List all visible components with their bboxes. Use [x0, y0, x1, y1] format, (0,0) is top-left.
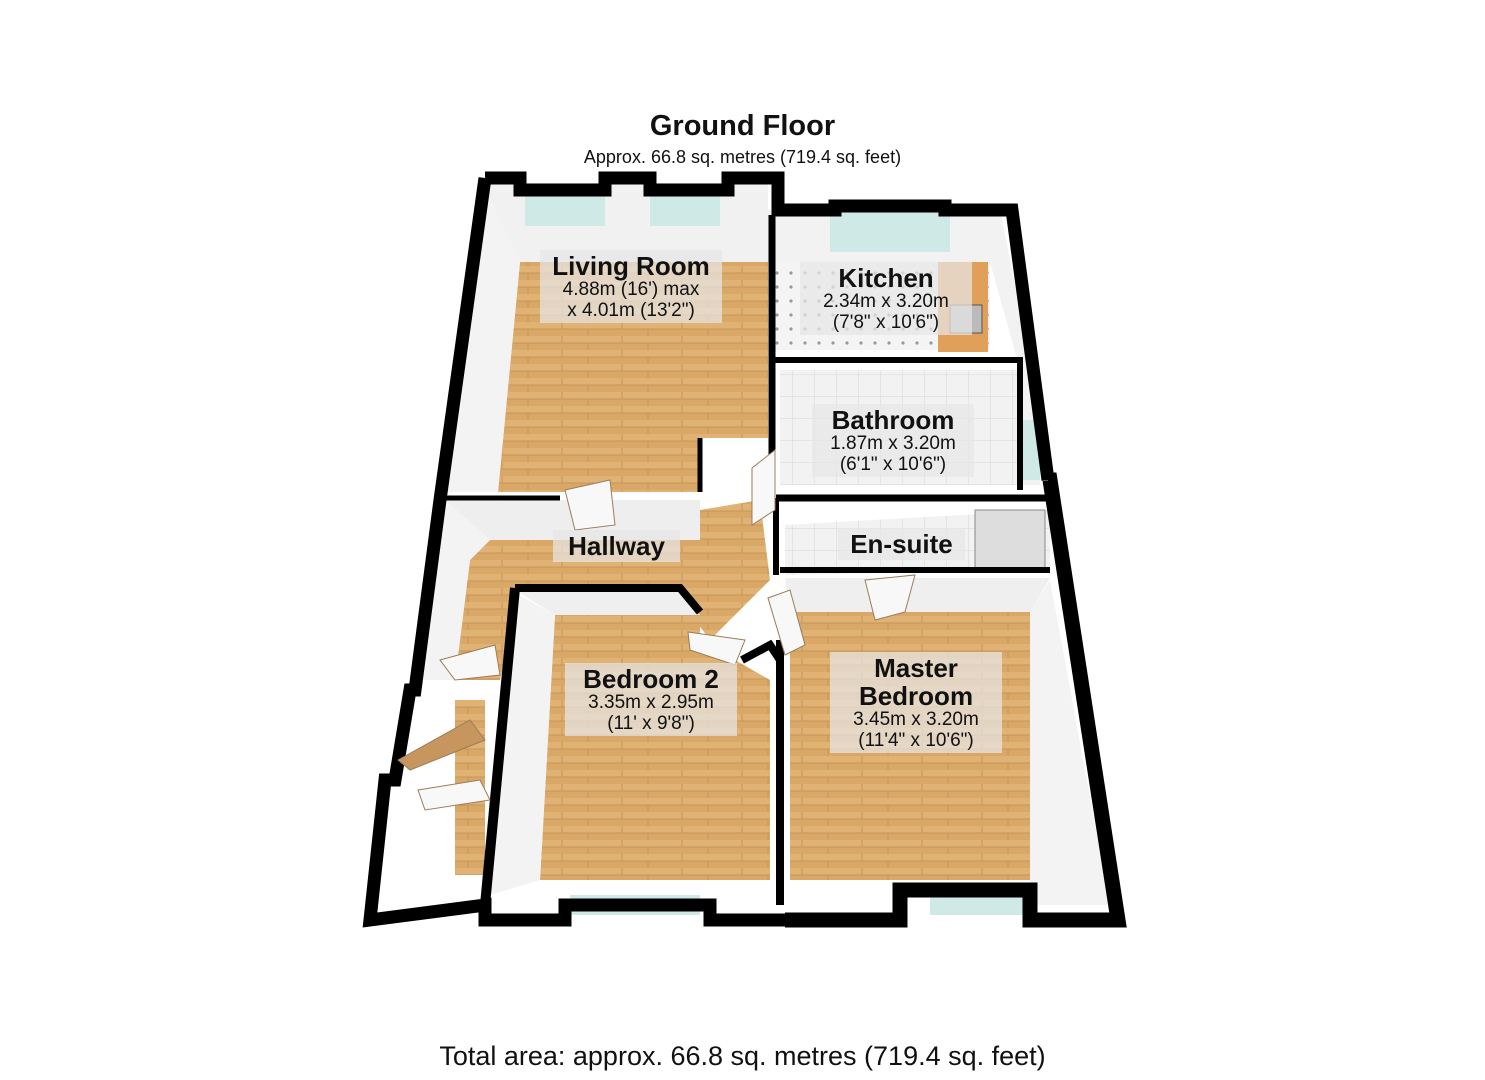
living-room-dim-imperial: x 4.01m (13'2") — [567, 299, 695, 321]
living-room-name: Living Room — [552, 251, 710, 281]
bathroom-label: Bathroom 1.87m x 3.20m (6'1" x 10'6") — [812, 404, 974, 478]
living-room-label: Living Room 4.88m (16') max x 4.01m (13'… — [540, 250, 722, 324]
living-room-wall-left — [445, 183, 520, 492]
bedroom-2-dim-metric: 3.35m x 2.95m — [588, 692, 714, 714]
hallway-wall-left — [420, 500, 490, 680]
master-bedroom-name: Master Bedroom — [858, 653, 974, 712]
kitchen-name: Kitchen — [838, 263, 934, 293]
bathroom-name: Bathroom — [831, 405, 955, 435]
bathroom-dim-metric: 1.87m x 3.20m — [830, 433, 956, 455]
living-room-dim-metric: 4.88m (16') max — [562, 279, 700, 301]
living-room — [445, 183, 768, 492]
inner-walls — [445, 215, 1050, 906]
hallway-name: Hallway — [568, 531, 665, 561]
kitchen-label: Kitchen 2.34m x 3.20m (7'8" x 10'6") — [800, 262, 972, 336]
door-cupboard-1 — [439, 644, 501, 681]
ensuite-name: En-suite — [850, 529, 953, 559]
master-bedroom-label: Master Bedroom 3.45m x 3.20m (11'4" x 10… — [830, 652, 1002, 754]
plan-title: Ground Floor — [649, 110, 836, 142]
kitchen-dim-imperial: (7'8" x 10'6") — [832, 311, 940, 333]
master-bedroom-dim-metric: 3.45m x 3.20m — [853, 709, 979, 731]
outer-walls — [362, 171, 1127, 928]
kitchen-dim-metric: 2.34m x 3.20m — [823, 291, 949, 313]
total-area: Total area: approx. 66.8 sq. metres (719… — [439, 1041, 1046, 1071]
door-ensuite — [864, 574, 916, 621]
plan-subtitle: Approx. 66.8 sq. metres (719.4 sq. feet) — [583, 147, 902, 167]
doors — [397, 448, 916, 811]
bedroom-2-name: Bedroom 2 — [583, 664, 719, 694]
door-master — [767, 589, 806, 656]
bedroom-2-dim-imperial: (11' x 9'8") — [607, 712, 695, 734]
master-bedroom-wall-back — [785, 578, 1050, 612]
master-bedroom-dim-imperial: (11'4" x 10'6") — [858, 729, 974, 751]
shower-enclosure — [974, 509, 1046, 571]
door-hall-bathroom — [751, 448, 776, 526]
bathroom-dim-imperial: (6'1" x 10'6") — [839, 453, 947, 475]
master-bedroom-window — [930, 895, 1030, 915]
hallway-label: Hallway — [553, 530, 680, 563]
kitchen-window — [830, 212, 950, 252]
door-cupboard-2 — [417, 779, 491, 811]
door-living-hall — [564, 479, 616, 531]
ensuite-label: En-suite — [838, 528, 965, 561]
master-bedroom-wall-right — [1030, 580, 1110, 905]
bedroom-2-label: Bedroom 2 3.35m x 2.95m (11' x 9'8") — [565, 663, 737, 737]
bathroom-wall-right — [990, 210, 1040, 485]
front-door — [397, 719, 486, 771]
bedroom-2-wall-back — [515, 590, 700, 615]
